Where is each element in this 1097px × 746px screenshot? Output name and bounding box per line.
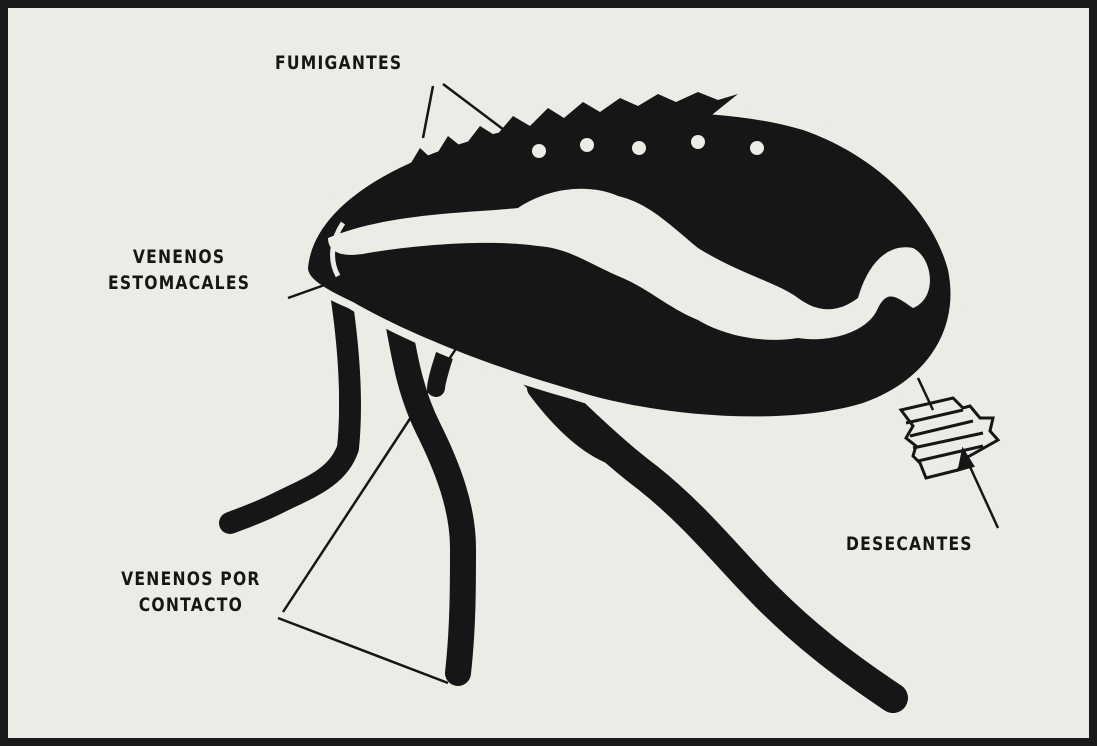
label-venenos-estomacales-line2: ESTOMACALES: [93, 270, 265, 296]
diagram-page: FUMIGANTES VENENOS ESTOMACALES VENENOS P…: [8, 8, 1089, 738]
spiracle-4: [691, 135, 705, 149]
spiracle-1: [532, 144, 546, 158]
leader-fumigantes-a: [423, 86, 433, 138]
desiccant-particle: [901, 398, 998, 478]
label-venenos-estomacales: VENENOS ESTOMACALES: [93, 244, 265, 296]
label-desecantes: DESECANTES: [846, 531, 973, 557]
label-fumigantes-text: FUMIGANTES: [275, 50, 402, 76]
leader-contacto-a: [278, 618, 448, 683]
label-venenos-por-contacto: VENENOS POR CONTACTO: [113, 566, 269, 618]
leader-desecantes-arrow: [966, 458, 998, 528]
flea-illustration: [8, 8, 1089, 738]
label-fumigantes: FUMIGANTES: [275, 50, 402, 76]
label-desecantes-text: DESECANTES: [846, 531, 973, 557]
label-venenos-estomacales-line1: VENENOS: [93, 244, 265, 270]
spiracle-2: [580, 138, 594, 152]
label-venenos-por-contacto-line2: CONTACTO: [113, 592, 269, 618]
spiracle-3: [632, 141, 646, 155]
label-venenos-por-contacto-line1: VENENOS POR: [113, 566, 269, 592]
spiracle-5: [750, 141, 764, 155]
